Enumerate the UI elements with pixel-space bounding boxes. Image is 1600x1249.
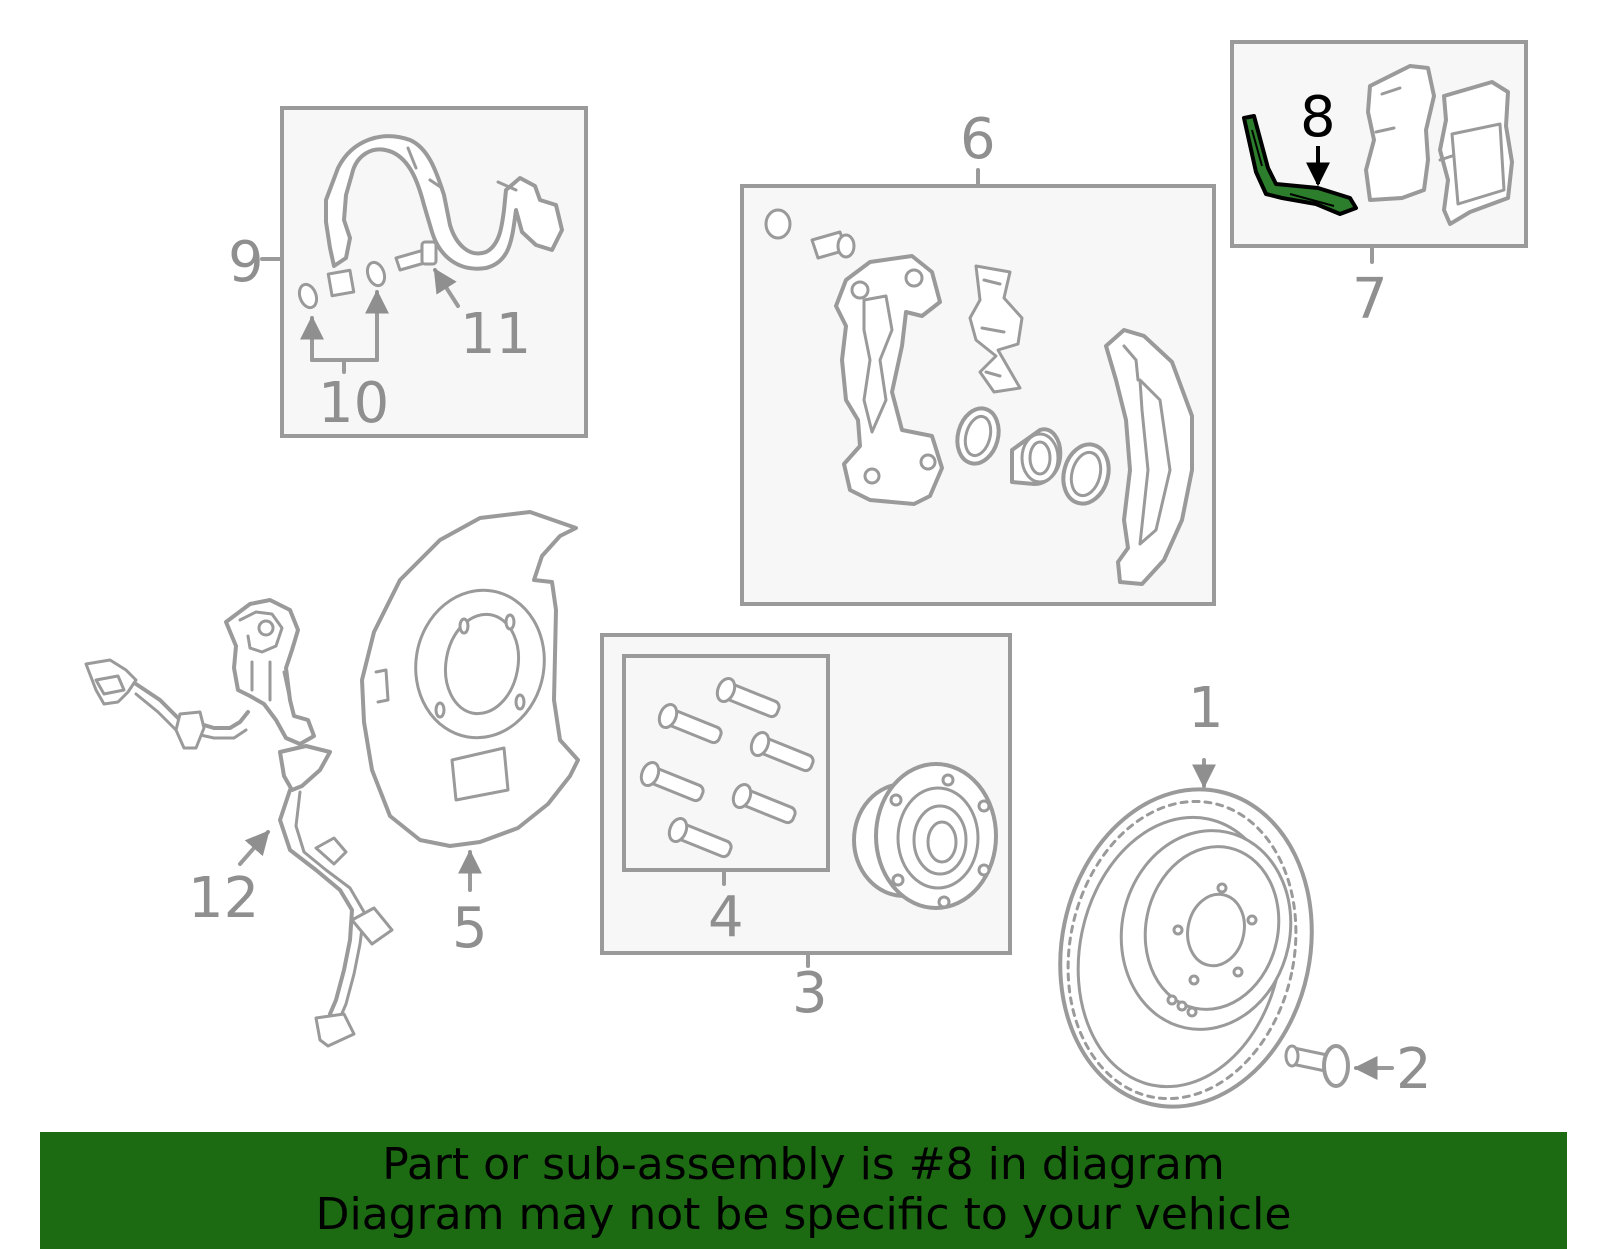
hub-assembly-group: 4 3 <box>600 633 1012 1026</box>
callout-7: 7 <box>1352 267 1388 332</box>
wheel-studs-part <box>639 676 815 859</box>
callout-10: 10 <box>318 371 389 436</box>
callout-4: 4 <box>708 885 744 950</box>
dust-shield-part: 5 <box>360 510 580 961</box>
brake-hose-assembly-group: 9 10 11 <box>228 106 588 438</box>
wear-sensor-part-8[interactable] <box>1242 114 1358 216</box>
callout-9: 9 <box>228 230 264 295</box>
rotor-screw-part: 2 <box>1284 1037 1432 1102</box>
hub-bearing-part <box>852 762 998 910</box>
brake-rotor-part: 1 <box>1058 676 1314 1109</box>
callout-2: 2 <box>1396 1037 1432 1102</box>
banner-line-disclaimer: Diagram may not be specific to your vehi… <box>315 1189 1292 1240</box>
callout-5: 5 <box>452 896 488 961</box>
callout-6: 6 <box>960 107 996 172</box>
callout-8: 8 <box>1300 85 1336 150</box>
banner-line-part-number: Part or sub-assembly is #8 in diagram <box>382 1139 1225 1190</box>
callout-12: 12 <box>188 866 259 931</box>
caliper-assembly-group: 6 <box>740 107 1216 606</box>
callout-11: 11 <box>460 302 531 367</box>
speed-sensor-harness-part: 12 <box>84 598 394 1048</box>
brake-pad-set-group: 8 7 <box>1230 40 1528 332</box>
info-banner: Part or sub-assembly is #8 in diagram Di… <box>40 1132 1567 1249</box>
callout-3: 3 <box>792 961 828 1026</box>
callout-1: 1 <box>1188 676 1224 741</box>
